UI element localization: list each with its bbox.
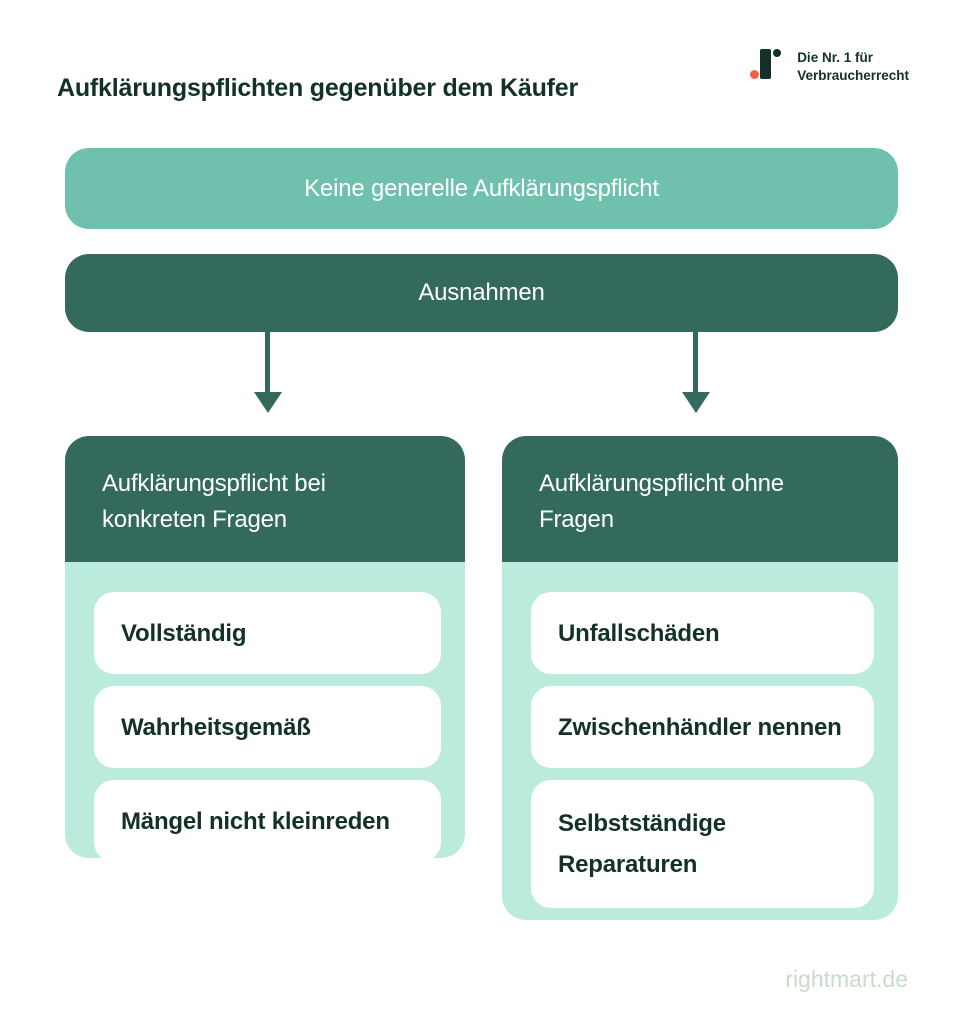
card-maengel-nicht-kleinreden: Mängel nicht kleinreden bbox=[94, 780, 441, 862]
card-vollstaendig: Vollständig bbox=[94, 592, 441, 674]
down-arrow-right-icon bbox=[682, 331, 710, 413]
column-right-header-line1: Aufklärungspflicht ohne bbox=[539, 470, 784, 497]
down-arrow-left-icon bbox=[254, 331, 282, 413]
card-unfallschaeden: Unfallschäden bbox=[531, 592, 874, 674]
logo-tagline-line2: Verbraucherrecht bbox=[797, 68, 909, 83]
banner-no-general-duty: Keine generelle Aufklärungspflicht bbox=[65, 148, 898, 229]
rightmart-logo: Die Nr. 1 für Verbraucherrecht bbox=[750, 48, 909, 85]
banner-exceptions: Ausnahmen bbox=[65, 254, 898, 332]
logo-tagline-line1: Die Nr. 1 für bbox=[797, 50, 873, 65]
card-selbststaendige-reparaturen: Selbstständige Reparaturen bbox=[531, 780, 874, 908]
card-zwischenhaendler-nennen: Zwischenhändler nennen bbox=[531, 686, 874, 768]
column-left-body: Vollständig Wahrheitsgemäß Mängel nicht … bbox=[65, 562, 465, 862]
column-duty-without-questions: Aufklärungspflicht ohne Fragen Unfallsch… bbox=[502, 436, 898, 920]
column-right-header: Aufklärungspflicht ohne Fragen bbox=[502, 436, 898, 562]
column-right-header-line2: Fragen bbox=[539, 506, 614, 533]
column-left-header-line1: Aufklärungspflicht bei bbox=[102, 470, 326, 497]
card-wahrheitsgemaess: Wahrheitsgemäß bbox=[94, 686, 441, 768]
logo-dark-dot-icon bbox=[773, 49, 782, 57]
page-title: Aufklärungspflichten gegenüber dem Käufe… bbox=[57, 73, 579, 102]
column-right-body: Unfallschäden Zwischenhändler nennen Sel… bbox=[502, 562, 898, 920]
column-left-header: Aufklärungspflicht bei konkreten Fragen bbox=[65, 436, 465, 562]
footer-site-url: rightmart.de bbox=[785, 966, 908, 992]
column-duty-concrete-questions: Aufklärungspflicht bei konkreten Fragen … bbox=[65, 436, 465, 862]
rightmart-logo-icon bbox=[750, 48, 782, 80]
logo-tagline: Die Nr. 1 für Verbraucherrecht bbox=[797, 48, 909, 85]
logo-red-dot-icon bbox=[750, 70, 760, 79]
column-left-header-line2: konkreten Fragen bbox=[102, 506, 287, 533]
logo-bar-icon bbox=[760, 49, 772, 79]
